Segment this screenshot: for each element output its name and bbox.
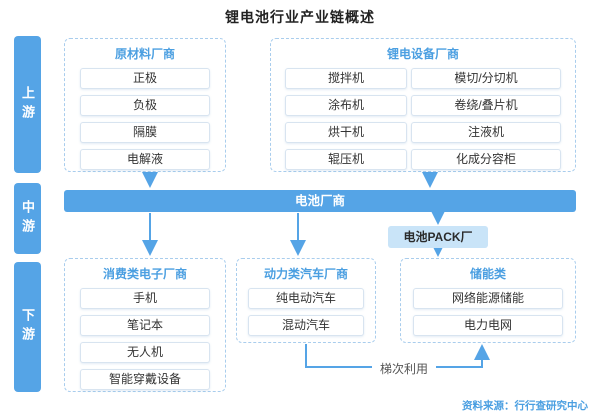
equipment-column-left: 搅拌机 涂布机 烘干机 辊压机	[285, 62, 407, 170]
side-label-downstream: 下游	[14, 262, 41, 392]
source-attribution: 资料来源：行行查研究中心	[462, 400, 588, 412]
consumer-item: 笔记本	[80, 315, 210, 336]
side-label-upstream: 上游	[14, 36, 41, 173]
equipment-item: 化成分容柜	[411, 149, 561, 170]
energy-storage-panel: 储能类 网络能源储能 电力电网	[400, 258, 576, 343]
storage-item: 网络能源储能	[413, 288, 563, 309]
equipment-item: 卷绕/叠片机	[411, 95, 561, 116]
equipment-item: 搅拌机	[285, 68, 407, 89]
equipment-item: 涂布机	[285, 95, 407, 116]
equipment-item: 烘干机	[285, 122, 407, 143]
raw-materials-title: 原材料厂商	[114, 47, 175, 61]
vehicle-item: 纯电动汽车	[248, 288, 364, 309]
raw-material-item: 负极	[80, 95, 210, 116]
storage-item: 电力电网	[413, 315, 563, 336]
vehicle-item: 混动汽车	[248, 315, 364, 336]
vehicle-title: 动力类汽车厂商	[263, 267, 348, 281]
consumer-item: 无人机	[80, 342, 210, 363]
page-title: 锂电池行业产业链概述	[225, 9, 375, 25]
consumer-electronics-title: 消费类电子厂商	[102, 267, 187, 281]
raw-material-item: 隔膜	[80, 122, 210, 143]
battery-manufacturer-bar: 电池厂商	[64, 190, 576, 212]
battery-pack-box: 电池PACK厂	[388, 226, 488, 248]
raw-material-item: 电解液	[80, 149, 210, 170]
raw-materials-panel: 原材料厂商 正极 负极 隔膜 电解液	[64, 38, 226, 172]
equipment-item: 模切/分切机	[411, 68, 561, 89]
equipment-column-right: 模切/分切机 卷绕/叠片机 注液机 化成分容柜	[411, 62, 561, 170]
consumer-item: 手机	[80, 288, 210, 309]
energy-storage-title: 储能类	[469, 267, 506, 281]
equipment-item: 辊压机	[285, 149, 407, 170]
side-label-midstream: 中游	[14, 183, 41, 254]
equipment-item: 注液机	[411, 122, 561, 143]
raw-material-item: 正极	[80, 68, 210, 89]
equipment-panel: 锂电设备厂商 搅拌机 涂布机 烘干机 辊压机 模切/分切机 卷绕/叠片机 注液机…	[270, 38, 576, 172]
vehicle-panel: 动力类汽车厂商 纯电动汽车 混动汽车	[236, 258, 376, 343]
consumer-electronics-panel: 消费类电子厂商 手机 笔记本 无人机 智能穿戴设备	[64, 258, 226, 392]
equipment-title: 锂电设备厂商	[386, 47, 459, 61]
consumer-item: 智能穿戴设备	[80, 369, 210, 390]
cascade-utilization-label: 梯次利用	[372, 360, 436, 377]
